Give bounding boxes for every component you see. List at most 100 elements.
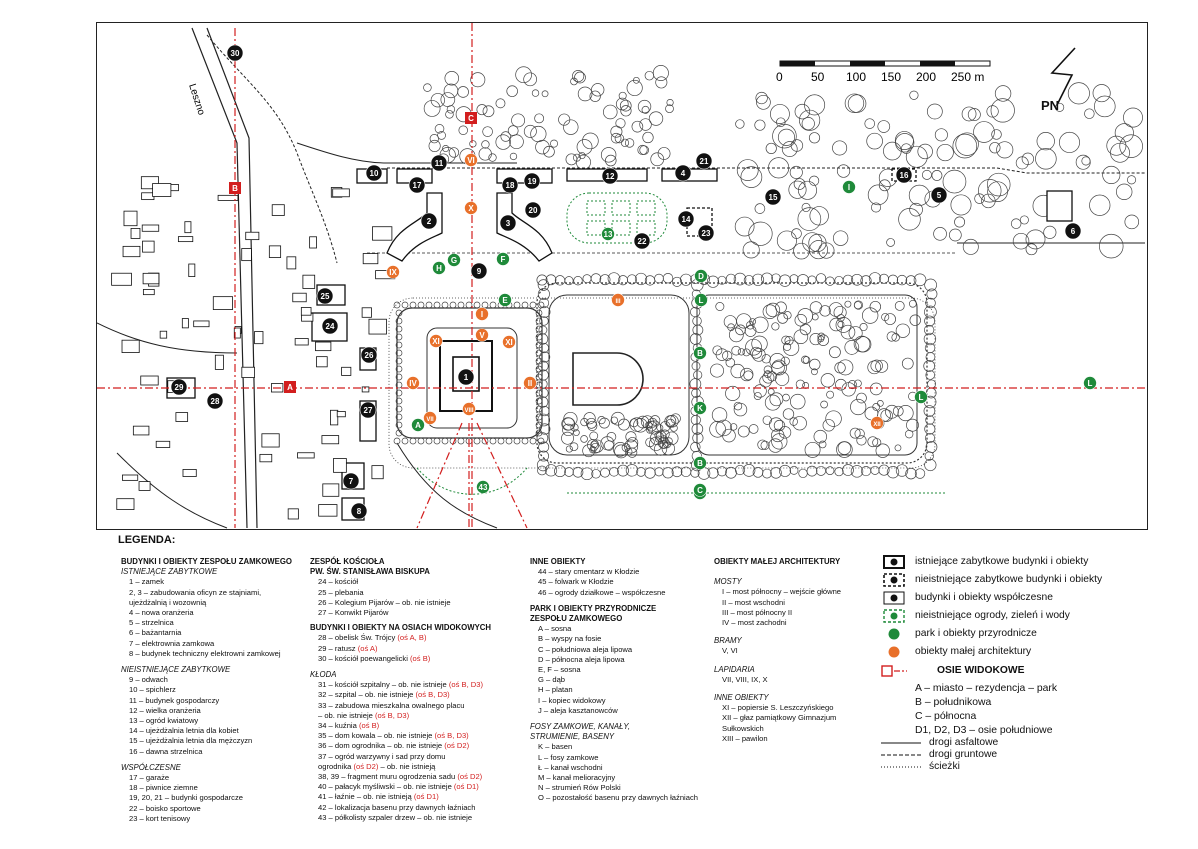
- map-marker-26-icon: 26: [360, 346, 378, 364]
- pool-k: [572, 352, 644, 406]
- map-marker-1-icon: 1: [457, 368, 475, 386]
- legend-item: 10 – spichlerz: [129, 685, 176, 695]
- col1-sub-modern: WSPÓŁCZESNE: [121, 762, 181, 772]
- legend-item: N – strumień Rów Polski: [538, 783, 621, 793]
- svg-text:VII: VII: [426, 417, 434, 423]
- col4-heading: OBIEKTY MAŁEJ ARCHITEKTURY: [714, 557, 841, 566]
- col1-sub-lost: NIEISTNIEJĄCE ZABYTKOWE: [121, 665, 231, 675]
- svg-text:C: C: [468, 114, 474, 123]
- col4-sub-bridges: MOSTY: [714, 577, 742, 587]
- legend-col-small-arch: OBIEKTY MAŁEJ ARCHITEKTURY MOSTY I – mos…: [714, 557, 879, 744]
- legend-item: Sułkowskich: [722, 723, 764, 733]
- legend-item: O – pozostałość basenu przy dawnych łaźn…: [538, 793, 698, 803]
- svg-text:22: 22: [638, 237, 647, 246]
- svg-text:14: 14: [682, 215, 691, 224]
- legend-item: ujeżdżalnią i wozownią: [129, 597, 207, 607]
- svg-text:6: 6: [1071, 227, 1076, 236]
- legend-item: 37 – ogród warzywny i sad przy domu: [318, 751, 446, 761]
- map-marker-i-icon: I: [475, 307, 489, 321]
- svg-text:E: E: [502, 296, 508, 305]
- map-marker-7-icon: 7: [342, 472, 360, 490]
- legend-col-other-park: INNE OBIEKTY 44 – stary cmentarz w Kłodz…: [530, 557, 730, 804]
- svg-text:4: 4: [681, 169, 686, 178]
- legend-item: Ł – kanał wschodni: [538, 762, 603, 772]
- legend-item: A – sosna: [538, 624, 572, 634]
- legend-item: 24 – kościół: [318, 577, 359, 587]
- legend-item: II – most wschodni: [722, 597, 785, 607]
- legend-item: 25 – plebania: [318, 587, 364, 597]
- legend-item: – ob. nie istnieje (oś B, D3): [318, 710, 410, 720]
- svg-text:7: 7: [349, 477, 354, 486]
- map-marker-29-icon: 29: [170, 378, 188, 396]
- map-marker-xi-icon: XI: [429, 334, 443, 348]
- svg-text:2: 2: [427, 217, 432, 226]
- legend-item: I – most północny – wejście główne: [722, 587, 842, 597]
- legend-item: 13 – ogród kwiatowy: [129, 716, 199, 726]
- col1-sub-existing: ISTNIEJĄCE ZABYTKOWE: [121, 567, 218, 577]
- scale-label: 250 m: [951, 70, 984, 84]
- road-label: Leszno: [186, 83, 207, 117]
- tree-canopy: [393, 65, 1143, 481]
- map-marker-iv-icon: IV: [406, 376, 420, 390]
- legend-item: L – fosy zamkowe: [538, 752, 599, 762]
- legend-item: 12 – wielka oranżeria: [129, 705, 201, 715]
- map-marker-x-icon: X: [464, 201, 478, 215]
- map-marker-14-icon: 14: [677, 210, 695, 228]
- key-small-arch: obiekty małej architektury: [915, 645, 1032, 657]
- svg-text:L: L: [699, 296, 704, 305]
- legend-item: 32 – szpital – ob. nie istnieje (oś B, D…: [318, 690, 450, 700]
- legend-item: 34 – kuźnia (oś B): [318, 721, 380, 731]
- col2-heading-church-b: PW. ŚW. STANISŁAWA BISKUPA: [310, 567, 430, 577]
- map-marker-xii-icon: XII: [870, 416, 884, 430]
- map-marker-b-icon: B: [229, 182, 241, 194]
- legend-item: 30 – kościół poewangelicki (oś B): [318, 653, 431, 663]
- legend-item: V, VI: [722, 646, 738, 656]
- map-marker-6-icon: 6: [1064, 222, 1082, 240]
- col3-heading-park-b: ZESPOŁU ZAMKOWEGO: [530, 614, 623, 624]
- map-marker-viii-icon: VIII: [462, 402, 476, 416]
- svg-text:15: 15: [769, 193, 778, 202]
- scale-label: 50: [811, 70, 825, 84]
- legend-item: 8 – budynek techniczny elektrowni zamkow…: [129, 648, 281, 658]
- map-marker-20-icon: 20: [524, 201, 542, 219]
- map-marker-18-icon: 18: [501, 176, 519, 194]
- key-lost-gardens: nieistniejące ogrody, zieleń i wody: [915, 609, 1070, 621]
- legend-item: 9 – odwach: [129, 675, 168, 685]
- map-marker-24-icon: 24: [321, 317, 339, 335]
- map-marker-l-icon: L: [914, 390, 928, 404]
- svg-text:27: 27: [364, 406, 373, 415]
- legend-key: istniejące zabytkowe budynki i obiekty n…: [881, 533, 1151, 793]
- map-marker-25-icon: 25: [316, 287, 334, 305]
- svg-text:L: L: [1088, 379, 1093, 388]
- map-marker-23-icon: 23: [697, 224, 715, 242]
- svg-text:12: 12: [606, 172, 615, 181]
- legend-item: XIII – pawilon: [722, 733, 768, 743]
- legend-item: VII, VIII, IX, X: [722, 674, 768, 684]
- key-existing: istniejące zabytkowe budynki i obiekty: [915, 555, 1089, 567]
- svg-text:24: 24: [326, 322, 335, 331]
- scale-label: 150: [881, 70, 901, 84]
- col2-heading-axes: BUDYNKI I OBIEKTY NA OSIACH WIDOKOWYCH: [310, 623, 492, 633]
- key-dirt: drogi gruntowe: [929, 748, 998, 760]
- legend-item: 26 – Kolegium Pijarów – ob. nie istnieje: [318, 597, 451, 607]
- legend-item: G – dąb: [538, 675, 566, 685]
- svg-text:11: 11: [435, 159, 444, 168]
- legend-col-church-axes: ZESPÓŁ KOŚCIOŁA PW. ŚW. STANISŁAWA BISKU…: [310, 557, 520, 823]
- col2-sub-kloda: KŁODA: [310, 670, 337, 680]
- svg-text:30: 30: [231, 49, 240, 58]
- svg-text:B: B: [697, 459, 703, 468]
- svg-text:3: 3: [506, 219, 511, 228]
- north-label: PN: [1041, 98, 1060, 113]
- map-marker-vii-icon: VII: [423, 411, 437, 425]
- svg-text:29: 29: [175, 383, 184, 392]
- map-marker-vi-icon: VI: [464, 153, 478, 167]
- svg-text:43: 43: [479, 483, 488, 492]
- svg-text:VI: VI: [467, 156, 475, 165]
- legend-item: 45 – folwark w Kłodzie: [538, 577, 614, 587]
- map-marker-g-icon: G: [447, 253, 461, 267]
- svg-text:I: I: [848, 183, 850, 192]
- svg-text:C: C: [697, 486, 703, 495]
- legend-item: III – most północny II: [722, 607, 793, 617]
